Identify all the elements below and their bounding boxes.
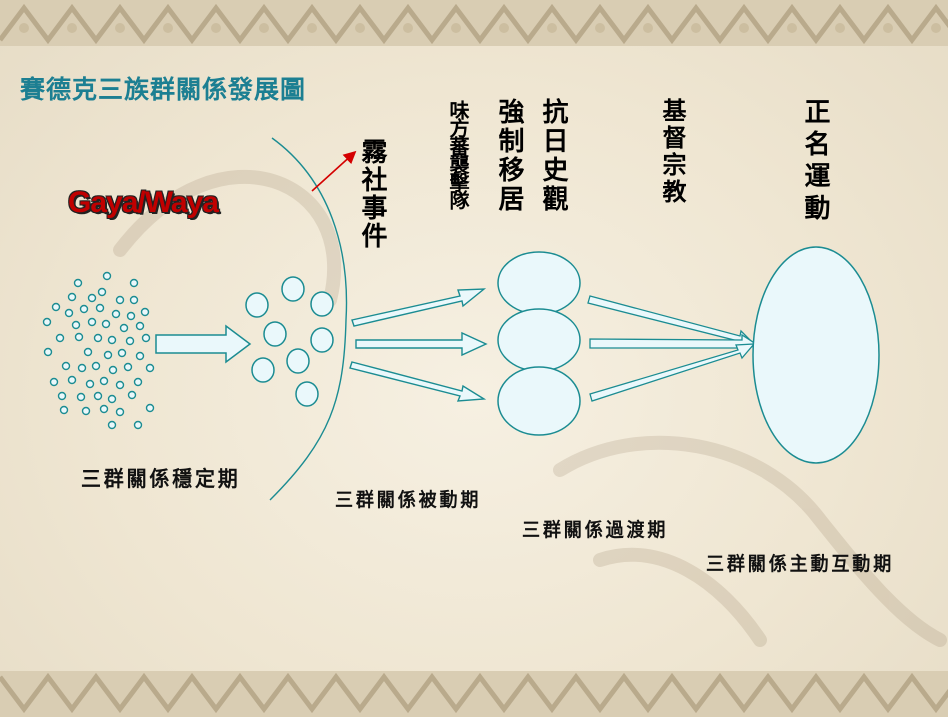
arrows-transition-to-active: [587, 295, 758, 402]
stage-active: 三群關係主動互動期: [706, 553, 895, 575]
background-brush-decoration: [113, 169, 947, 647]
bottom-border-pattern: [0, 671, 948, 717]
boundary-curve: [269, 137, 348, 501]
small-circle-cluster: [42, 271, 155, 430]
event-wushe: 霧社事件: [357, 138, 387, 250]
wushe-pointer-arrow: [311, 150, 357, 192]
event-mikata-raid-team: 味方蕃襲擊隊: [446, 100, 470, 208]
stage-stable: 三群關係穩定期: [81, 466, 241, 491]
stage-passive: 三群關係被動期: [335, 489, 482, 511]
group-label-gaya-waya: Gaya/Waya: [68, 186, 219, 219]
stage-transition: 三群關係過渡期: [522, 519, 669, 541]
medium-circle-cluster: [245, 276, 334, 407]
event-christianity: 基督宗教: [658, 98, 687, 206]
transition-ellipses: [497, 251, 581, 436]
event-forced-relocation: 強制移居: [494, 98, 524, 214]
arrow-stable-to-passive: [155, 324, 252, 364]
top-border-pattern: [0, 0, 948, 46]
event-anti-japanese-view: 抗日史觀: [538, 98, 568, 214]
arrows-passive-to-transition: [349, 288, 488, 402]
page-title: 賽德克三族群關係發展圖: [20, 75, 307, 104]
active-ellipse: [752, 246, 880, 464]
event-name-rectification: 正名運動: [800, 98, 830, 226]
